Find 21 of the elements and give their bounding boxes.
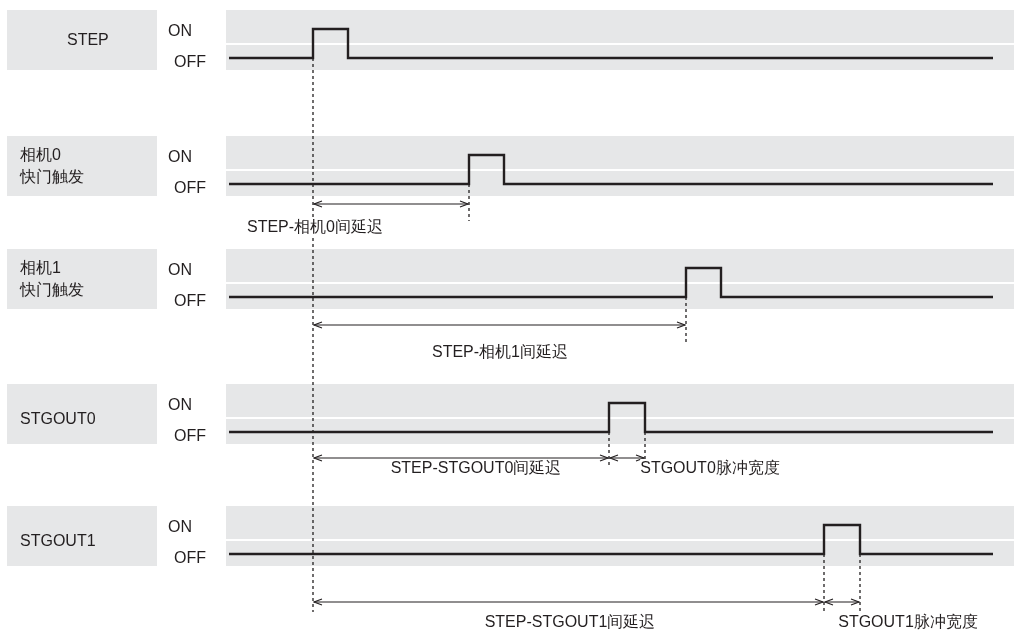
state-label: OFF: [174, 427, 206, 445]
signal-name-box: STEP: [7, 10, 157, 70]
dimension-label: STEP-相机0间延迟: [247, 218, 383, 236]
state-label: OFF: [174, 179, 206, 197]
state-label: ON: [168, 261, 192, 279]
state-label: OFF: [174, 292, 206, 310]
state-label: ON: [168, 396, 192, 414]
state-label: ON: [168, 518, 192, 536]
state-label: OFF: [174, 53, 206, 71]
signal-name-box: STGOUT1: [7, 506, 157, 566]
state-label: ON: [168, 148, 192, 166]
signal-name-box: STGOUT0: [7, 384, 157, 444]
signal-name-box: 相机1快门触发: [7, 249, 157, 309]
state-label: ON: [168, 22, 192, 40]
dimension-label: STEP-相机1间延迟: [432, 343, 568, 361]
state-label: OFF: [174, 549, 206, 567]
dimension-label: STEP-STGOUT1间延迟: [484, 613, 656, 631]
dimension-label: STEP-STGOUT0间延迟: [390, 459, 562, 477]
dimension-label: STGOUT0脉冲宽度: [640, 459, 780, 477]
dimension-label: STGOUT1脉冲宽度: [838, 613, 978, 631]
signal-name-box: 相机0快门触发: [7, 136, 157, 196]
